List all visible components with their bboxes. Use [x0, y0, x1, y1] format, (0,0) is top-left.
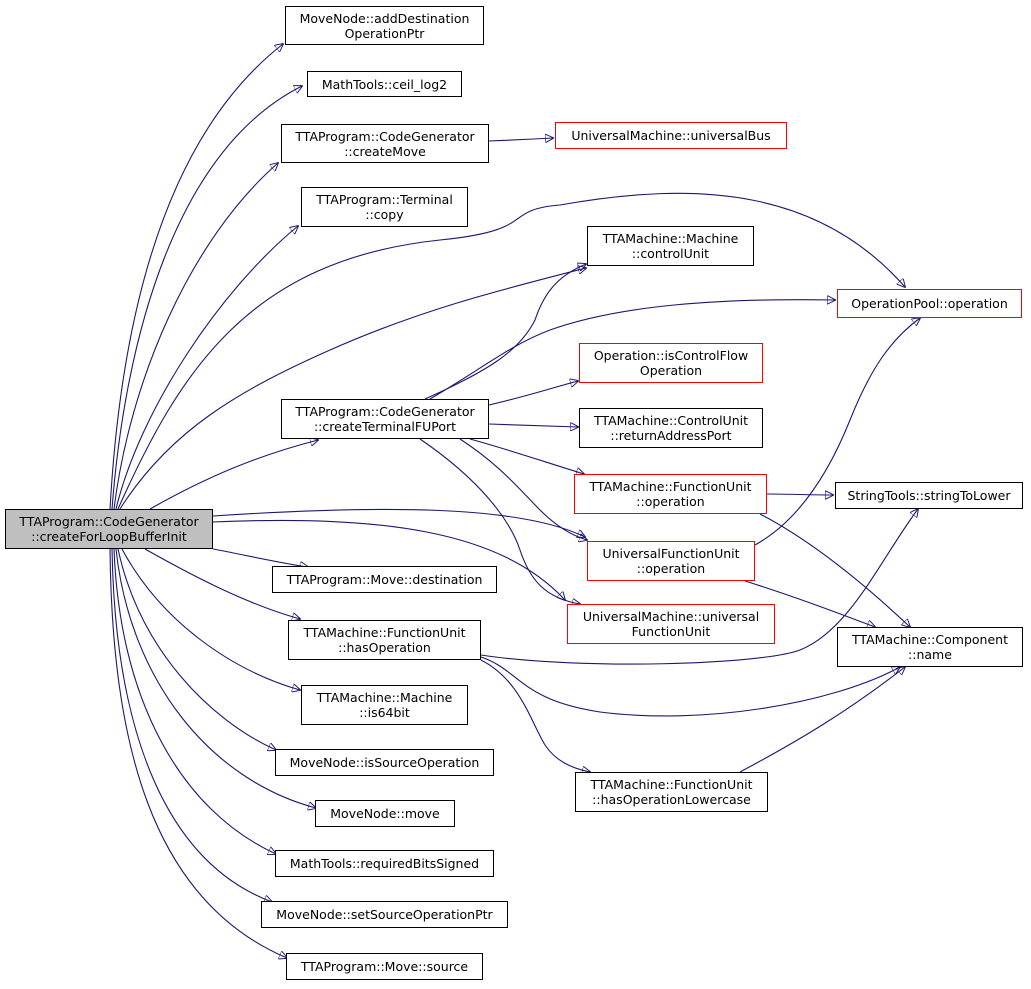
- edge-root-to-n_has_operation: [144, 548, 300, 619]
- edge-root-to-n_required_bits_signed: [113, 548, 276, 854]
- node-n_oppool_operation[interactable]: OperationPool::operation: [837, 289, 1022, 318]
- edge-n_ufu_operation-to-n_oppool_operation: [754, 318, 920, 546]
- edge-n_create_move-to-n_universal_bus: [488, 138, 553, 141]
- node-n_is_control_flow[interactable]: Operation::isControlFlow Operation: [579, 343, 763, 383]
- edge-n_has_operation_lowercase-to-n_component_name: [739, 667, 905, 773]
- node-n_add_dest[interactable]: MoveNode::addDestination OperationPtr: [285, 6, 484, 45]
- node-n_move_source[interactable]: TTAProgram::Move::source: [286, 953, 483, 980]
- edge-root-to-n_ufu_operation: [212, 508, 585, 537]
- edge-n_has_operation-to-n_component_name: [480, 656, 900, 717]
- edge-root-to-n_is64bit: [121, 548, 300, 690]
- node-n_component_name[interactable]: TTAMachine::Component ::name: [837, 627, 1023, 667]
- edge-root-to-n_set_source_op_ptr: [111, 548, 272, 902]
- node-n_universal_bus[interactable]: UniversalMachine::universalBus: [555, 122, 787, 149]
- edge-n_create_terminal_fuport-to-n_universal_fu: [419, 438, 580, 604]
- node-n_has_operation_lowercase[interactable]: TTAMachine::FunctionUnit ::hasOperationL…: [575, 772, 768, 812]
- edge-root-to-n_add_dest: [109, 44, 283, 510]
- edge-root-to-n_create_move: [113, 163, 278, 510]
- edge-root-to-n_terminal_copy: [115, 226, 298, 510]
- edge-root-to-n_ceil_log2: [111, 86, 302, 510]
- node-n_return_address_port[interactable]: TTAMachine::ControlUnit ::returnAddressP…: [579, 408, 763, 448]
- edge-root-to-n_create_terminal_fuport: [149, 440, 318, 510]
- node-n_move_destination[interactable]: TTAProgram::Move::destination: [272, 566, 497, 593]
- node-n_movenode_move[interactable]: MoveNode::move: [315, 800, 455, 827]
- node-n_control_unit[interactable]: TTAMachine::Machine ::controlUnit: [587, 226, 754, 266]
- edge-n_create_terminal_fuport-to-n_ufu_operation: [459, 438, 587, 540]
- node-n_create_terminal_fuport[interactable]: TTAProgram::CodeGenerator ::createTermin…: [281, 399, 489, 439]
- edge-root-to-n_movenode_move: [115, 548, 316, 808]
- node-n_is_source_operation[interactable]: MoveNode::isSourceOperation: [275, 749, 494, 776]
- edge-root-to-n_control_unit: [119, 268, 586, 510]
- edge-root-to-n_oppool_operation: [117, 192, 905, 510]
- node-n_universal_fu[interactable]: UniversalMachine::universal FunctionUnit: [567, 604, 775, 644]
- node-n_ufu_operation[interactable]: UniversalFunctionUnit ::operation: [587, 541, 755, 581]
- node-n_string_to_lower[interactable]: StringTools::stringToLower: [835, 482, 1023, 509]
- node-n_ceil_log2[interactable]: MathTools::ceil_log2: [307, 71, 462, 97]
- edge-n_create_terminal_fuport-to-n_oppool_operation: [429, 300, 835, 400]
- edge-n_create_terminal_fuport-to-n_control_unit: [424, 264, 586, 400]
- node-n_required_bits_signed[interactable]: MathTools::requiredBitsSigned: [275, 850, 494, 877]
- edge-root-to-n_universal_fu: [212, 519, 565, 600]
- node-n_terminal_copy[interactable]: TTAProgram::Terminal ::copy: [301, 187, 468, 227]
- edge-n_create_terminal_fuport-to-n_fu_operation: [469, 438, 584, 474]
- node-n_is64bit[interactable]: TTAMachine::Machine ::is64bit: [301, 685, 468, 725]
- edge-n_has_operation-to-n_string_to_lower: [480, 509, 918, 665]
- edge-root-to-n_move_destination: [212, 548, 308, 567]
- edge-root-to-n_is_source_operation: [117, 548, 276, 750]
- edge-n_ufu_operation-to-n_component_name: [744, 580, 875, 627]
- edge-root-to-n_move_source: [109, 548, 287, 958]
- edge-n_create_terminal_fuport-to-n_is_control_flow: [488, 381, 578, 406]
- node-n_fu_operation[interactable]: TTAMachine::FunctionUnit ::operation: [574, 474, 767, 514]
- node-n_set_source_op_ptr[interactable]: MoveNode::setSourceOperationPtr: [261, 901, 508, 928]
- edge-n_fu_operation-to-n_string_to_lower: [766, 494, 833, 495]
- edge-n_create_terminal_fuport-to-n_return_address_port: [488, 424, 578, 427]
- node-n_has_operation[interactable]: TTAMachine::FunctionUnit ::hasOperation: [288, 620, 481, 660]
- edge-n_has_operation-to-n_has_operation_lowercase: [480, 659, 590, 772]
- node-root[interactable]: TTAProgram::CodeGenerator ::createForLoo…: [5, 509, 213, 549]
- node-n_create_move[interactable]: TTAProgram::CodeGenerator ::createMove: [281, 124, 489, 163]
- edge-n_fu_operation-to-n_component_name: [759, 513, 910, 627]
